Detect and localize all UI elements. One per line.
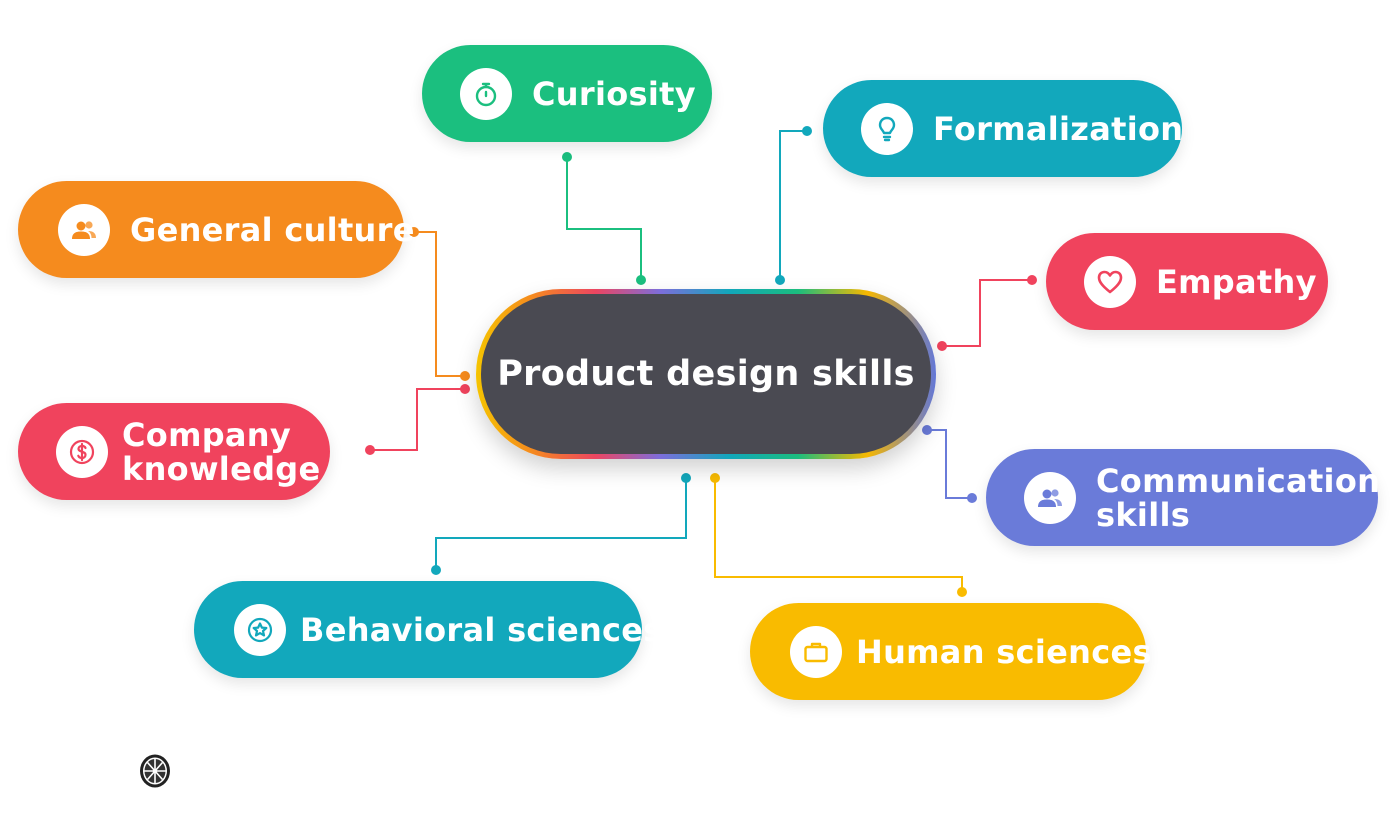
skill-label: Empathy — [1156, 262, 1317, 301]
center-node-label: Product design skills — [497, 354, 915, 394]
citrus-slice-logo-icon — [140, 754, 170, 788]
skill-node-curiosity: Curiosity — [422, 45, 712, 142]
skill-label: Company knowledge — [122, 415, 321, 488]
skill-node-empathy: Empathy — [1046, 233, 1328, 330]
skill-node-behavioral-sciences: Behavioral sciences — [194, 581, 662, 678]
skill-node-formalization: Formalization — [823, 80, 1184, 177]
skill-node-company-knowledge: Company knowledge — [18, 403, 330, 500]
skill-node-general-culture: General culture — [18, 181, 414, 278]
skill-label: Human sciences — [856, 632, 1152, 671]
connector-curiosity — [566, 157, 642, 280]
connector-empathy — [942, 279, 1032, 347]
skill-label: Behavioral sciences — [300, 610, 663, 649]
connector-formalization — [779, 130, 807, 280]
connector-human-sciences — [714, 478, 963, 592]
star-badge-icon — [234, 603, 286, 656]
connector-behavioral-sciences — [435, 478, 687, 570]
heart-icon — [1084, 255, 1136, 308]
lightbulb-icon — [861, 102, 913, 155]
skill-label: Formalization — [933, 109, 1184, 148]
connector-company-knowledge — [370, 388, 465, 451]
skill-label: Communication skills — [1096, 461, 1381, 534]
connector-general-culture — [414, 231, 465, 377]
skill-node-human-sciences: Human sciences — [750, 603, 1152, 700]
skill-label: General culture — [130, 210, 415, 249]
stopwatch-icon — [460, 67, 512, 120]
skill-label: Curiosity — [532, 74, 696, 113]
briefcase-icon — [790, 625, 842, 678]
people-icon — [58, 203, 110, 256]
center-node: Product design skills — [476, 289, 936, 459]
skill-node-communication-skills: Communication skills — [986, 449, 1381, 546]
dollar-coin-icon — [56, 425, 108, 478]
center-node-core: Product design skills — [481, 294, 931, 454]
connector-communication-skills — [927, 429, 972, 499]
people-icon — [1024, 471, 1076, 524]
